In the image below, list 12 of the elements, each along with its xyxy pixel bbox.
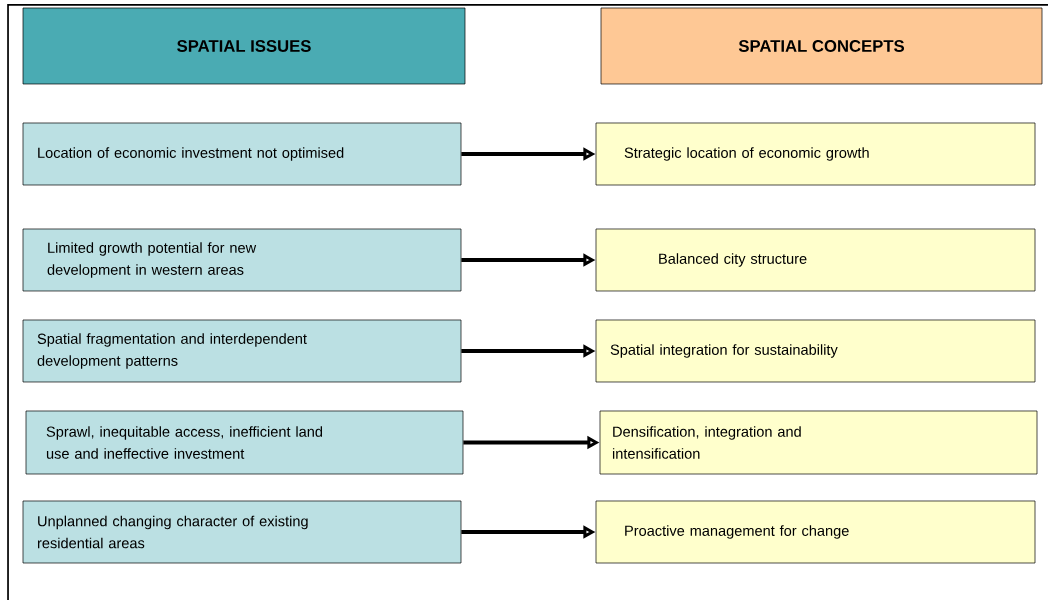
issue-box: Spatial fragmentation and interdependent development patterns xyxy=(22,319,462,383)
concept-box: Densification, integration and intensification xyxy=(599,410,1038,475)
issue-box: Location of economic investment not optimised xyxy=(22,122,462,186)
concept-box: Balanced city structure xyxy=(595,228,1036,292)
header-box: SPATIAL CONCEPTS xyxy=(600,7,1043,85)
concept-box: Strategic location of economic growth xyxy=(595,122,1036,186)
issue-box: Unplanned changing character of existing residential areas xyxy=(22,500,462,564)
issue-box: Sprawl, inequitable access, inefficient land use and ineffective investment xyxy=(25,410,464,475)
concept-box: Spatial integration for sustainability xyxy=(595,319,1036,383)
header-box: SPATIAL ISSUES xyxy=(22,7,466,85)
issue-box: Limited growth potential for new development in western areas xyxy=(22,228,462,292)
concept-box: Proactive management for change xyxy=(595,500,1036,564)
